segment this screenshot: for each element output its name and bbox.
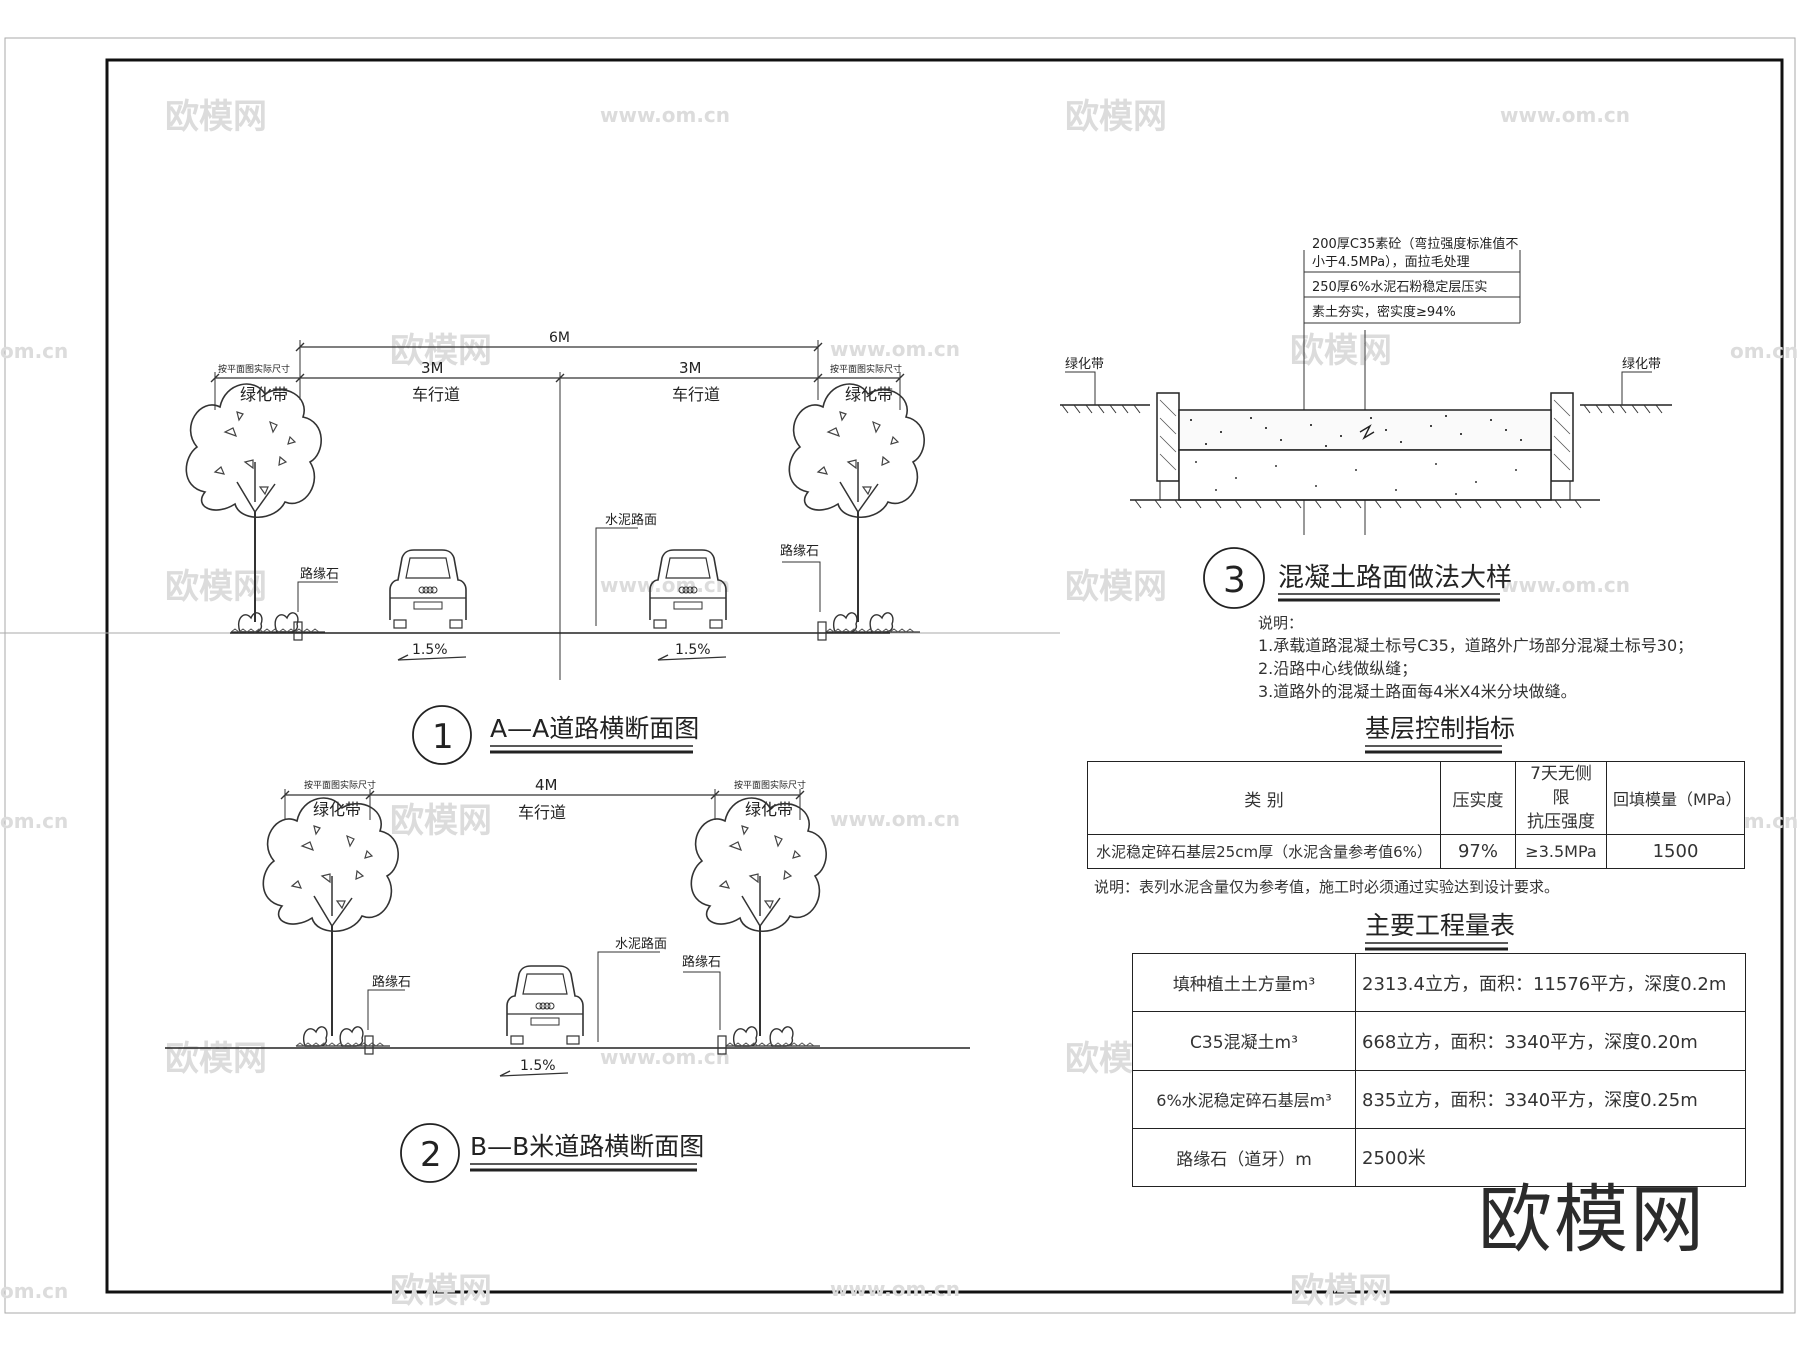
watermark-brand: 欧模网: [390, 1271, 492, 1311]
layer3-label: 素土夯实，密实度≥94%: [1312, 304, 1456, 320]
lane-label-right: 车行道: [672, 385, 720, 404]
watermark-url: www.om.cn: [830, 1277, 960, 1301]
row-category: 水泥稳定碎石基层25cm厚（水泥含量参考值6%）: [1087, 834, 1441, 869]
slope-right: 1.5%: [675, 642, 711, 658]
detail-number: 3: [1223, 560, 1246, 601]
row-compaction: 97%: [1440, 834, 1516, 869]
note-item: 1.承载道路混凝土标号C35，道路外广场部分混凝土标号30；: [1258, 636, 1694, 655]
quantity-value: 2500米: [1355, 1127, 1746, 1188]
watermark-url: www.om.cn: [1500, 573, 1630, 597]
watermark-brand: 欧模网: [390, 331, 492, 371]
watermark-brand: 欧模网: [1290, 1271, 1392, 1311]
row-strength: ≥3.5MPa: [1515, 834, 1607, 869]
green-dim-note-right: 按平面图实际尺寸: [734, 779, 806, 791]
dimension-total: 6M: [549, 330, 570, 346]
green-label-right: 绿化带: [745, 800, 793, 819]
section-b-b: 4M 按平面图实际尺寸 按平面图实际尺寸 绿化带 绿化带 车行道 路缘石 路缘石…: [165, 776, 970, 1183]
curb-label-right: 路缘石: [780, 543, 819, 559]
watermark-brand: 欧模网: [390, 801, 492, 841]
pavement-label: 水泥路面: [605, 512, 657, 528]
green-dim-note-right: 按平面图实际尺寸: [830, 363, 902, 375]
watermark-url: om.cn: [0, 809, 68, 833]
lane-label-left: 车行道: [412, 385, 460, 404]
section-a-a: 6M 3M 3M 按平面图实际尺寸 按平面图实际尺寸 绿化带 绿化带 车行道 车…: [0, 330, 1060, 765]
watermark-brand: 欧模网: [165, 1039, 267, 1079]
header-strength-line2: 抗压强度: [1527, 812, 1595, 832]
quantity-item: 路缘石（道牙）m: [1132, 1127, 1356, 1188]
quantity-item: 6%水泥稳定碎石基层m³: [1132, 1069, 1356, 1129]
watermark-url: www.om.cn: [600, 1045, 730, 1069]
green-label-left: 绿化带: [240, 385, 288, 404]
control-table: 类 别 压实度 7天无侧限 抗压强度 回填模量（MPa） 水泥稳定碎石基层25c…: [1087, 761, 1745, 869]
watermark-url: om.cn: [1730, 339, 1798, 363]
sheet-outer-border: [4, 37, 1796, 1314]
brand-watermark: 欧模网: [1478, 1177, 1706, 1263]
watermark-url: www.om.cn: [1500, 103, 1630, 127]
section-title: B—B米道路横断面图: [470, 1132, 704, 1161]
row-modulus: 1500: [1606, 834, 1745, 869]
quantity-value: 2313.4立方，面积：11576平方，深度0.2m: [1355, 952, 1746, 1013]
quantity-value: 668立方，面积：3340平方，深度0.20m: [1355, 1011, 1746, 1071]
watermark-url: www.om.cn: [830, 337, 960, 361]
pavement-label: 水泥路面: [615, 936, 667, 952]
watermark-brand: 欧模网: [1065, 567, 1167, 607]
quantity-value: 835立方，面积：3340平方，深度0.25m: [1355, 1069, 1746, 1129]
quantity-table-title: 主要工程量表: [1365, 911, 1515, 940]
dimension-lane-left: 3M: [421, 359, 444, 377]
green-label-right: 绿化带: [1622, 357, 1661, 372]
detail-title: 混凝土路面做法大样: [1278, 563, 1512, 593]
watermark-layer: 欧模网 www.om.cn 欧模网 www.om.cn om.cn 欧模网 ww…: [0, 97, 1798, 1311]
control-table-title: 基层控制指标: [1365, 714, 1515, 743]
detail-number-circle: [1203, 547, 1265, 609]
header-strength-line1: 7天无侧限: [1530, 764, 1592, 808]
watermark-brand: 欧模网: [1065, 97, 1167, 137]
green-dim-note-left: 按平面图实际尺寸: [304, 779, 376, 791]
layer2-label: 250厚6%水泥石粉稳定层压实: [1312, 279, 1487, 295]
lane-label: 车行道: [518, 803, 566, 822]
green-label-left: 绿化带: [1065, 357, 1104, 372]
notes-heading: 说明：: [1258, 614, 1304, 632]
green-dim-note-left: 按平面图实际尺寸: [218, 363, 290, 375]
section-number-circle: [412, 705, 472, 765]
green-label-right: 绿化带: [845, 385, 893, 404]
watermark-url: www.om.cn: [600, 573, 730, 597]
header-modulus: 回填模量（MPa）: [1606, 761, 1745, 835]
watermark-url: om.cn: [0, 1279, 68, 1303]
layer1-line2: 小于4.5MPa），面拉毛处理: [1312, 255, 1470, 270]
watermark-url: om.cn: [0, 339, 68, 363]
watermark-brand: 欧模网: [1290, 331, 1392, 371]
header-category: 类 别: [1087, 761, 1441, 835]
quantity-table: 填种植土土方量m³ 2313.4立方，面积：11576平方，深度0.2m C35…: [1132, 952, 1746, 1188]
watermark-brand: 欧模网: [165, 567, 267, 607]
slope-left: 1.5%: [412, 642, 448, 658]
curb-label-right: 路缘石: [682, 954, 721, 970]
quantity-item: 填种植土土方量m³: [1132, 952, 1356, 1013]
dimension-total: 4M: [535, 776, 558, 794]
note-item: 3.道路外的混凝土路面每4米X4米分块做缝。: [1258, 682, 1577, 701]
header-compaction: 压实度: [1440, 761, 1516, 835]
quantity-item: C35混凝土m³: [1132, 1011, 1356, 1071]
control-table-footnote: 说明：表列水泥含量仅为参考值，施工时必须通过实验达到设计要求。: [1094, 878, 1560, 896]
sheet-frame: [105, 58, 1784, 1294]
dimension-lane-right: 3M: [679, 359, 702, 377]
section-number: 1: [432, 717, 454, 757]
note-item: 2.沿路中心线做纵缝；: [1258, 659, 1418, 678]
section-number: 2: [420, 1135, 442, 1175]
watermark-url: www.om.cn: [600, 103, 730, 127]
curb-label-left: 路缘石: [372, 974, 411, 990]
section-number-circle: [400, 1123, 460, 1183]
section-title: A—A道路横断面图: [490, 714, 699, 743]
curb-label-left: 路缘石: [300, 566, 339, 582]
watermark-url: www.om.cn: [830, 807, 960, 831]
detail-concrete-pavement: 200厚C35素砼（弯拉强度标准值不 小于4.5MPa），面拉毛处理 250厚6…: [1060, 236, 1672, 609]
slope: 1.5%: [520, 1058, 556, 1074]
layer1-line1: 200厚C35素砼（弯拉强度标准值不: [1312, 236, 1518, 252]
watermark-brand: 欧模网: [165, 97, 267, 137]
header-strength: 7天无侧限 抗压强度: [1515, 761, 1607, 835]
